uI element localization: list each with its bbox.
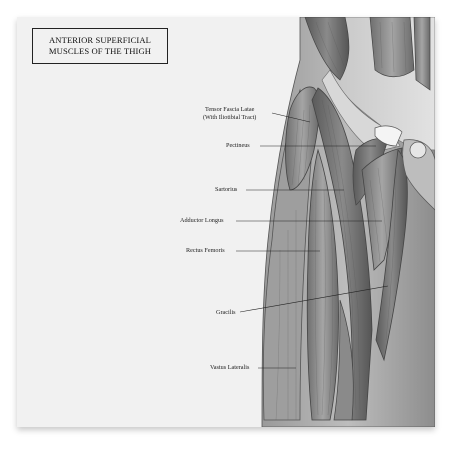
tensor-fascia-latae-muscle [285, 86, 320, 191]
label-sartorius: Sartorius [215, 186, 238, 193]
title-line-1: ANTERIOR SUPERFICIAL [48, 35, 152, 45]
label-gracilis: Gracilis [216, 309, 236, 316]
femoral-vessel [409, 141, 427, 159]
label-rectus-femoris: Rectus Femoris [186, 247, 225, 254]
abdominal-muscle [304, 17, 350, 81]
title-line-2: MUSCLES OF THE THIGH [48, 46, 152, 56]
leader-gracilis [239, 285, 389, 313]
label-vastus-lateralis: Vastus Lateralis [210, 364, 250, 371]
label-adductor-longus: Adductor Longus [180, 217, 224, 224]
rectus-femoris-muscle [306, 148, 339, 421]
pubic-bone [374, 125, 403, 147]
gracilis-muscle [375, 149, 408, 362]
lateral-abdominal [413, 17, 431, 91]
illustration-card: ANTERIOR SUPERFICIAL MUSCLES OF THE THIG… [17, 17, 435, 427]
medial-region [402, 139, 435, 211]
leader-lines [236, 112, 389, 369]
thigh-muscle-illustration [236, 17, 435, 427]
label-pectineus: Pectineus [226, 142, 250, 149]
leader-tensor [271, 112, 311, 123]
label-tensor-fascia-latae: Tensor Fascia Latae (With Iliotibial Tra… [203, 106, 256, 121]
label-tensor-line-1: Tensor Fascia Latae [204, 106, 255, 113]
rectus-abdominis [369, 17, 415, 78]
diagram-title: ANTERIOR SUPERFICIAL MUSCLES OF THE THIG… [32, 28, 168, 64]
vastus-medialis-muscle [333, 299, 354, 421]
label-tensor-line-2: (With Iliotibial Tract) [203, 113, 257, 121]
